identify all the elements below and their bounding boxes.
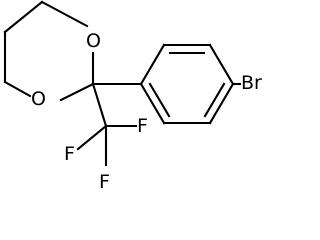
atom-label-o-left: O	[31, 88, 46, 110]
bond-aryl-inner-left	[148, 82, 171, 118]
atom-label-o-top: O	[86, 30, 101, 52]
bond-o-left-c	[3, 80, 32, 98]
bond-c-c-top	[3, 0, 44, 34]
bond-aryl-6-1	[139, 82, 166, 125]
atom-label-f-bottom: F	[99, 171, 110, 193]
atom-label-br: Br	[241, 72, 262, 94]
bond-cq-o-left	[59, 82, 95, 102]
atom-label-f-right: F	[137, 115, 148, 137]
bond-aryl-3-4	[208, 43, 235, 86]
structure-diagram: O O Br F F F	[3, 0, 262, 193]
bond-aryl-inner-right	[203, 82, 226, 118]
bond-cf3-f-left	[76, 124, 108, 151]
bond-aryl-4-5	[208, 82, 235, 125]
bond-aryl-1-2	[139, 43, 166, 86]
bond-c-o-top	[40, 0, 89, 28]
atom-label-f-left: F	[64, 143, 75, 165]
bond-cq-cf3	[91, 82, 108, 128]
bond-layer	[3, 0, 243, 167]
